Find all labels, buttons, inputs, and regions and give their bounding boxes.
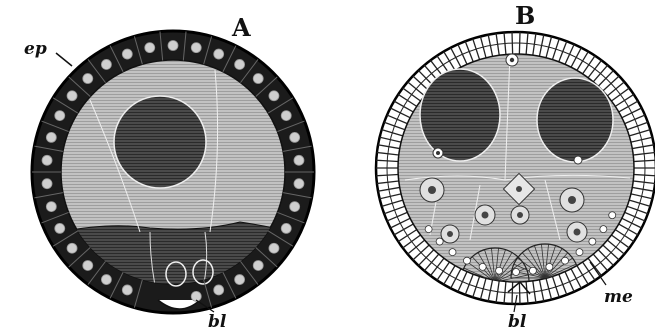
cell-nucleus bbox=[168, 41, 178, 51]
meso-cell bbox=[600, 226, 607, 233]
cell-nucleus bbox=[281, 111, 291, 121]
cell-nucleus bbox=[290, 132, 300, 142]
meso-cell bbox=[479, 263, 486, 270]
meso-cell bbox=[449, 249, 456, 256]
pointer-ep bbox=[56, 53, 72, 66]
meso-cell bbox=[576, 249, 583, 256]
meso-cell bbox=[609, 212, 616, 219]
meso-cell bbox=[529, 267, 536, 274]
meso-cell bbox=[513, 269, 520, 276]
label-bl-b: bl bbox=[508, 312, 527, 329]
cell-nucleus bbox=[214, 49, 224, 59]
cell-nucleus bbox=[42, 155, 52, 165]
panel-a-nucleus bbox=[114, 96, 206, 188]
cell-nucleus bbox=[235, 59, 245, 69]
meso-cell bbox=[562, 257, 569, 264]
cell-nucleus bbox=[101, 275, 111, 285]
label-ep: ep bbox=[24, 39, 47, 59]
cell-nucleus bbox=[253, 260, 263, 270]
panel-a-letter: A bbox=[231, 13, 251, 42]
cell-nucleus bbox=[83, 74, 93, 84]
cell-nucleus bbox=[269, 91, 279, 101]
cell-nucleus bbox=[145, 43, 155, 53]
meso-cell bbox=[589, 238, 596, 245]
cell-nucleus bbox=[46, 202, 56, 212]
panel-a bbox=[32, 31, 314, 313]
cell-nucleus bbox=[67, 243, 77, 253]
cell-nucleus bbox=[214, 285, 224, 295]
cell-nucleus bbox=[67, 91, 77, 101]
cell-nucleus bbox=[235, 275, 245, 285]
cell-nucleus bbox=[290, 202, 300, 212]
cell-nucleus bbox=[281, 223, 291, 233]
label-bl-a: bl bbox=[208, 312, 227, 329]
meso-cell bbox=[546, 263, 553, 270]
cell-nucleus bbox=[55, 111, 65, 121]
panel-b-letter: B bbox=[515, 1, 535, 30]
cell-nucleus bbox=[253, 74, 263, 84]
cell-nucleus bbox=[42, 179, 52, 189]
label-me: me bbox=[604, 287, 633, 307]
cell-nucleus bbox=[122, 49, 132, 59]
panel-b-nucleus-right bbox=[537, 78, 613, 162]
cell-nucleus bbox=[122, 285, 132, 295]
cell-nucleus bbox=[191, 43, 201, 53]
meso-cell bbox=[425, 226, 432, 233]
cell-nucleus bbox=[101, 59, 111, 69]
meso-cell bbox=[496, 267, 503, 274]
cell-nucleus bbox=[46, 132, 56, 142]
cell-nucleus bbox=[55, 223, 65, 233]
meso-cell bbox=[463, 257, 470, 264]
cell-nucleus bbox=[294, 155, 304, 165]
panel-b-nucleus-left bbox=[420, 69, 500, 161]
cell-nucleus bbox=[83, 260, 93, 270]
panel-b bbox=[376, 32, 655, 304]
cell-nucleus bbox=[269, 243, 279, 253]
cell-nucleus bbox=[294, 179, 304, 189]
